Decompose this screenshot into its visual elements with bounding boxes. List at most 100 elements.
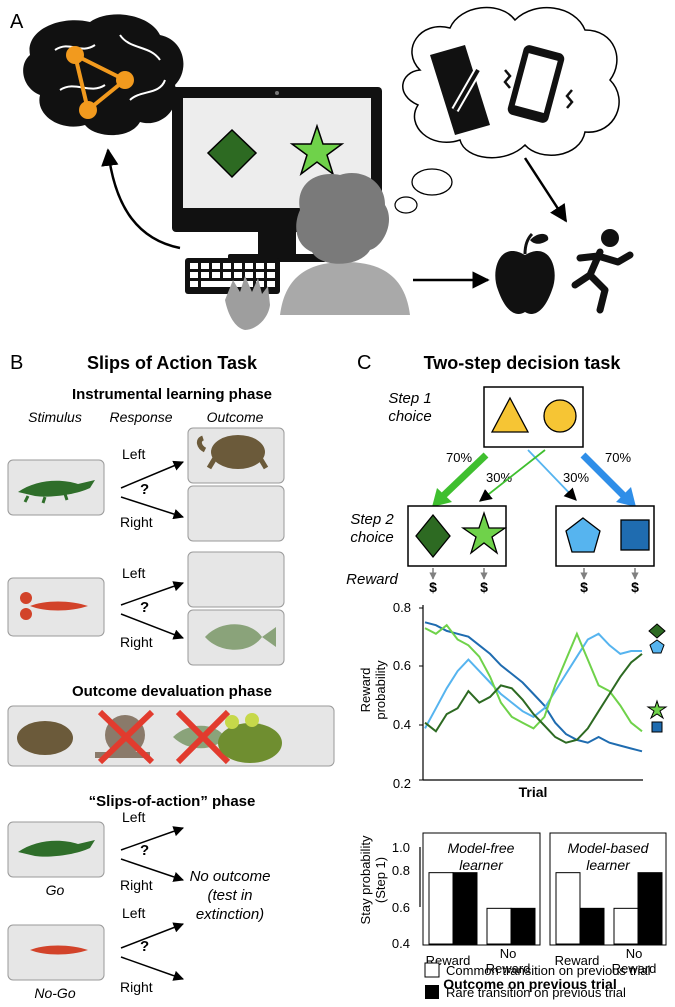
- crocodile-icon: [18, 480, 95, 504]
- question-mark-1: ?: [140, 481, 149, 498]
- step2-light-green-star-icon: [460, 510, 508, 555]
- model-based-frame: [549, 832, 667, 946]
- thought-bubble: [394, 6, 620, 214]
- person-icon: [280, 173, 410, 315]
- arrow-left-4: [120, 922, 184, 949]
- bar-p1-c0-rare: [579, 907, 605, 945]
- yellow-triangle-icon: [490, 396, 530, 433]
- label-left-3: Left: [122, 809, 145, 825]
- step2-line2: choice: [350, 529, 393, 546]
- phase2-title: Outcome devaluation phase: [72, 683, 272, 700]
- bar-cat-noreward-2-line2: Reward: [612, 961, 657, 976]
- turtle-icon-2: [17, 721, 73, 755]
- prob-70-left: 70%: [446, 450, 472, 465]
- phase3-title: “Slips-of-action” phase: [89, 793, 256, 810]
- arrow-left-3: [120, 826, 184, 851]
- brain-icon: [23, 14, 184, 136]
- phase1-title: Instrumental learning phase: [72, 386, 272, 403]
- svg-text:Stay probability: Stay probability: [358, 835, 373, 924]
- question-mark-3: ?: [140, 842, 149, 859]
- label-right-1: Right: [120, 514, 153, 530]
- line-ytick-1: 0.6: [393, 658, 411, 673]
- label-right-2: Right: [120, 634, 153, 650]
- prob-70-right: 70%: [605, 450, 631, 465]
- bar-p1-c1-rare: [637, 872, 663, 945]
- bar-group: [428, 872, 663, 945]
- arrow-to-runner: [523, 157, 568, 223]
- label-left-4: Left: [122, 905, 145, 921]
- arrow-left-2: [120, 581, 184, 606]
- dollar-3: $: [580, 579, 588, 595]
- question-mark-4: ?: [140, 938, 149, 955]
- reward-probability-chart: 0.8 0.6 0.4 0.2 Reward probability Trial: [358, 600, 643, 800]
- legend-rare-label: Rare transition on previous trial: [446, 985, 626, 1000]
- document-pencil-icon: [430, 45, 490, 135]
- turtle-icon: [196, 435, 269, 470]
- question-mark-2: ?: [140, 599, 149, 616]
- arrow-right-4: [120, 956, 184, 981]
- legend-dark-green-diamond-icon: [648, 623, 666, 639]
- panel-label-a: A: [10, 11, 24, 33]
- rare-transition-arrow-to-blue: [527, 449, 577, 501]
- bar-p1-c1-common: [613, 907, 639, 945]
- dark-green-diamond-icon: [206, 128, 258, 179]
- light-green-star-icon: [289, 123, 345, 177]
- bar-ytick-2: 0.6: [392, 900, 410, 915]
- arrow-to-brain: [101, 148, 181, 250]
- legend-light-green-star-icon: [646, 699, 668, 720]
- label-left-2: Left: [122, 565, 145, 581]
- legend-dark-blue-square-icon: [651, 721, 663, 733]
- bar-cat-noreward-1-line1: No: [500, 946, 517, 961]
- label-right-4: Right: [120, 979, 153, 995]
- bar-chart-xlabel: Outcome on previous trial: [443, 976, 616, 992]
- step2-dark-green-diamond-icon: [415, 513, 451, 559]
- phone-icon: [503, 45, 574, 123]
- line-ytick-0: 0.8: [393, 600, 411, 615]
- svg-text:probability: probability: [373, 660, 388, 720]
- fish-icon: [205, 624, 276, 650]
- model-free-title-line2: learner: [459, 857, 504, 873]
- apple-icon: [495, 232, 555, 314]
- no-outcome-line3: extinction): [196, 906, 264, 923]
- line-chart-ylabel: Reward probability: [358, 660, 388, 720]
- crocodile-icon-2: [18, 840, 95, 857]
- bar-ytick-1: 0.8: [392, 863, 410, 878]
- bar-cat-noreward-1-line2: Reward: [486, 961, 531, 976]
- arrow-right-3: [120, 858, 184, 882]
- step1-line1: Step 1: [388, 390, 431, 407]
- col-stimulus: Stimulus: [28, 409, 82, 425]
- dollar-1: $: [429, 579, 437, 595]
- dark-blue-square-icon: [620, 519, 650, 551]
- bar-ytick-0: 1.0: [392, 840, 410, 855]
- lobster-icon: [20, 592, 88, 620]
- line-series-3: [424, 653, 643, 744]
- dollar-2: $: [480, 579, 488, 595]
- bar-p0-c0-rare: [452, 872, 478, 945]
- legend-common-label: Common transition on previous trial: [446, 963, 651, 978]
- label-left-1: Left: [122, 446, 145, 462]
- arrow-right-2: [120, 613, 184, 640]
- col-outcome: Outcome: [207, 409, 264, 425]
- line-series-group: [424, 621, 643, 753]
- rare-transition-arrow-to-green: [479, 449, 546, 502]
- label-nogo: No-Go: [34, 985, 75, 1001]
- panel-c-title: Two-step decision task: [424, 353, 622, 373]
- panel-label-c: C: [357, 352, 371, 374]
- dollar-4: $: [631, 579, 639, 595]
- legend-rare-swatch: [425, 985, 439, 999]
- hand-icon: [225, 276, 270, 330]
- step1-line2: choice: [388, 408, 431, 425]
- bar-p1-c0-common: [555, 872, 581, 945]
- line-chart-xlabel: Trial: [519, 784, 548, 800]
- bar-cat-reward-2: Reward: [555, 953, 600, 968]
- col-response: Response: [109, 409, 172, 425]
- line-ytick-2: 0.4: [393, 717, 411, 732]
- line-series-1: [424, 632, 642, 729]
- bar-ytick-3: 0.4: [392, 936, 410, 951]
- bar-p0-c1-common: [486, 907, 512, 945]
- arrow-right-1: [120, 496, 184, 520]
- line-series-2: [424, 623, 643, 733]
- bar-p0-c0-common: [428, 872, 454, 945]
- line-series-0: [424, 621, 643, 753]
